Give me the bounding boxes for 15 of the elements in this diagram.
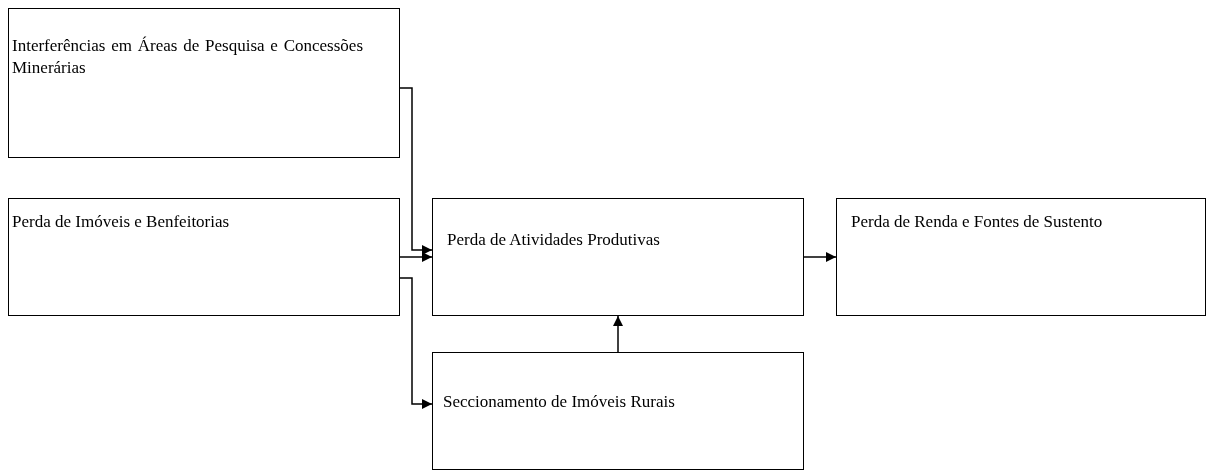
process-box <box>8 198 400 316</box>
process-box <box>432 352 804 470</box>
arrow <box>613 315 623 353</box>
process-box <box>432 198 804 316</box>
process-box <box>8 8 400 158</box>
arrow <box>399 252 433 262</box>
box-text: Perda de Renda e Fontes de Sustento <box>851 211 1104 233</box>
arrow <box>399 87 433 255</box>
box-text: Perda de Imóveis e Benfeitorias <box>12 211 231 233</box>
process-box <box>836 198 1206 316</box>
arrow <box>399 277 433 409</box>
box-text: Perda de Atividades Produtivas <box>447 229 661 251</box>
box-text: Interferências em Áreas de Pesquisa e Concessões Minerárias <box>12 35 363 79</box>
arrow <box>803 252 837 262</box>
box-text: Seccionamento de Imóveis Rurais <box>443 391 676 413</box>
